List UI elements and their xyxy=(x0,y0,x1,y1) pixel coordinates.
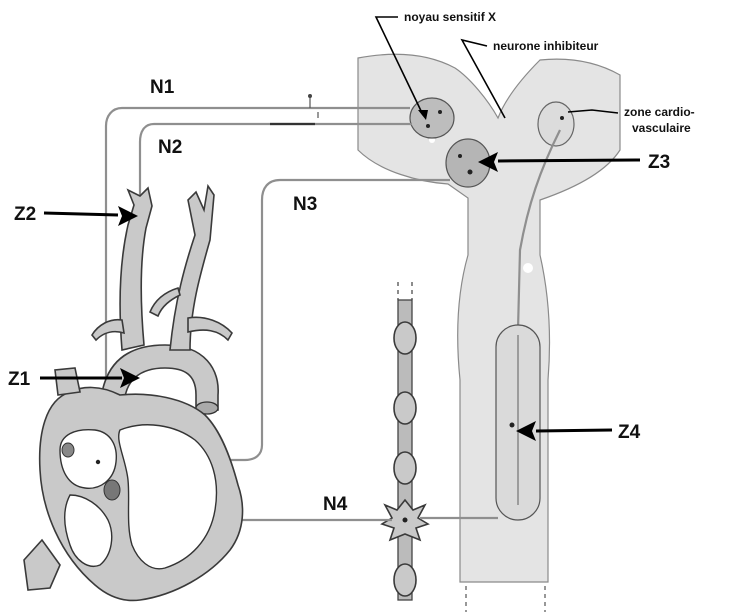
label-n3: N3 xyxy=(293,194,317,215)
label-z4: Z4 xyxy=(618,422,641,443)
z2-arrow xyxy=(44,206,138,226)
label-neurone-inhibiteur: neurone inhibiteur xyxy=(493,39,599,53)
label-zone-cardio-line1: zone cardio- xyxy=(624,105,695,119)
label-z1: Z1 xyxy=(8,369,31,390)
label-n1: N1 xyxy=(150,77,175,98)
label-n2: N2 xyxy=(158,137,182,158)
label-z3: Z3 xyxy=(648,152,670,173)
n1-synapse xyxy=(308,94,318,118)
z4-arrow xyxy=(516,421,612,441)
label-z2: Z2 xyxy=(14,204,36,225)
label-noyau-sensitif: noyau sensitif X xyxy=(404,10,496,24)
label-zone-cardio-line2: vasculaire xyxy=(632,121,691,135)
noyau-sensitif-nucleus xyxy=(410,98,454,138)
sympathetic-chain xyxy=(382,282,428,600)
label-n4: N4 xyxy=(323,494,348,515)
